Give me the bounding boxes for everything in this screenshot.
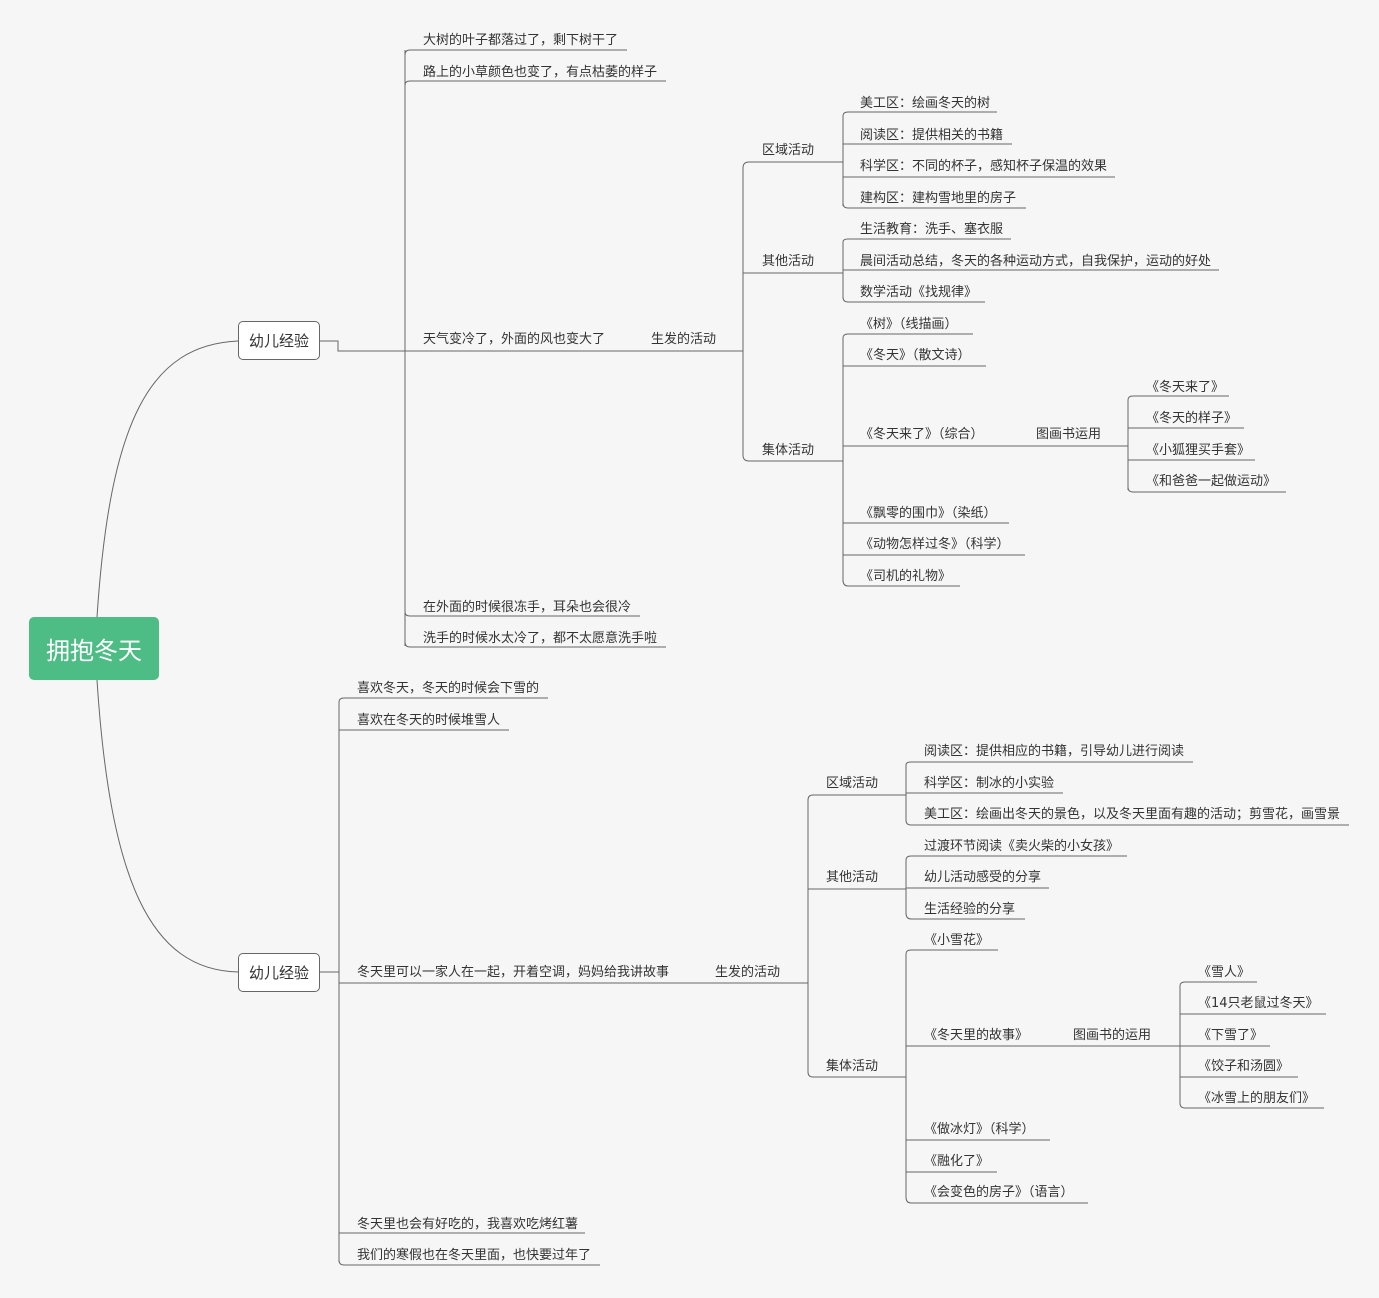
root-node[interactable]: 拥抱冬天 [29,617,159,680]
bottom-item-2[interactable]: 喜欢在冬天的时候堆雪人 [357,713,501,728]
top-other-item-1[interactable]: 生活教育：洗手、塞衣服 [860,222,1004,237]
top-activity-node[interactable]: 生发的活动 [651,332,717,347]
bottom-other-item-3[interactable]: 生活经验的分享 [924,902,1016,917]
bottom-book-2[interactable]: 《14只老鼠过冬天》 [1198,996,1319,1011]
top-group-item-2[interactable]: 《冬天》（散文诗） [860,348,971,363]
bottom-item-3[interactable]: 冬天里可以一家人在一起，开着空调，妈妈给我讲故事 [357,965,670,980]
bottom-other-item-1[interactable]: 过渡环节阅读《卖火柴的小女孩》 [924,839,1120,854]
top-item-1[interactable]: 大树的叶子都落过了，剩下树干了 [423,33,619,48]
bottom-group-item-3[interactable]: 《做冰灯》（科学） [924,1122,1035,1137]
top-book-1[interactable]: 《冬天来了》 [1146,380,1225,395]
bottom-book-1[interactable]: 《雪人》 [1198,965,1251,980]
bottom-item-5[interactable]: 我们的寒假也在冬天里面，也快要过年了 [357,1248,592,1263]
bottom-item-4[interactable]: 冬天里也会有好吃的，我喜欢吃烤红薯 [357,1217,579,1232]
top-regional-item-3[interactable]: 科学区：不同的杯子，感知杯子保温的效果 [860,159,1108,174]
bottom-item-1[interactable]: 喜欢冬天，冬天的时候会下雪的 [357,681,540,696]
top-book-4[interactable]: 《和爸爸一起做运动》 [1146,474,1277,489]
top-other-item-2[interactable]: 晨间活动总结，冬天的各种运动方式，自我保护，运动的好处 [860,254,1212,269]
top-regional-item-4[interactable]: 建构区：建构雪地里的房子 [860,191,1017,206]
top-regional-node[interactable]: 区域活动 [762,143,815,158]
bottom-regional-item-1[interactable]: 阅读区：提供相应的书籍，引导幼儿进行阅读 [924,744,1185,759]
top-other-item-3[interactable]: 数学活动《找规律》 [860,285,978,300]
top-book-node[interactable]: 图画书运用 [1036,427,1102,442]
bottom-book-4[interactable]: 《饺子和汤圆》 [1198,1059,1290,1074]
bottom-book-node[interactable]: 图画书的运用 [1073,1028,1152,1043]
bottom-group-item-5[interactable]: 《会变色的房子》（语言） [924,1185,1074,1200]
top-group-item-1[interactable]: 《树》（线描画） [860,317,958,332]
top-regional-item-1[interactable]: 美工区：绘画冬天的树 [860,96,991,111]
bottom-book-3[interactable]: 《下雪了》 [1198,1028,1264,1043]
top-group-item-4[interactable]: 《飘零的围巾》（染纸） [860,506,997,521]
top-book-3[interactable]: 《小狐狸买手套》 [1146,443,1251,458]
bottom-book-5[interactable]: 《冰雪上的朋友们》 [1198,1091,1316,1106]
top-group-node[interactable]: 集体活动 [762,443,815,458]
bottom-group-node[interactable]: 集体活动 [826,1059,879,1074]
bottom-other-item-2[interactable]: 幼儿活动感受的分享 [924,870,1042,885]
top-group-item-5[interactable]: 《动物怎样过冬》（科学） [860,537,1010,552]
top-item-2[interactable]: 路上的小草颜色也变了，有点枯萎的样子 [423,65,658,80]
bottom-regional-item-2[interactable]: 科学区：制冰的小实验 [924,776,1055,791]
top-book-2[interactable]: 《冬天的样子》 [1146,411,1238,426]
top-item-5[interactable]: 洗手的时候水太冷了，都不太愿意洗手啦 [423,631,658,646]
bottom-activity-node[interactable]: 生发的活动 [715,965,781,980]
top-experience-node[interactable]: 幼儿经验 [238,321,320,360]
top-item-4[interactable]: 在外面的时候很冻手，耳朵也会很冷 [423,600,632,615]
top-item-3[interactable]: 天气变冷了，外面的风也变大了 [423,332,606,347]
top-regional-item-2[interactable]: 阅读区：提供相关的书籍 [860,128,1004,143]
top-group-item-3[interactable]: 《冬天来了》（综合） [860,427,984,442]
top-group-item-6[interactable]: 《司机的礼物》 [860,569,952,584]
bottom-other-node[interactable]: 其他活动 [826,870,879,885]
bottom-experience-node[interactable]: 幼儿经验 [238,953,320,992]
bottom-group-item-1[interactable]: 《小雪花》 [924,933,990,948]
bottom-regional-item-3[interactable]: 美工区：绘画出冬天的景色，以及冬天里面有趣的活动；剪雪花，画雪景 [924,807,1341,822]
bottom-group-item-4[interactable]: 《融化了》 [924,1154,990,1169]
bottom-group-item-2[interactable]: 《冬天里的故事》 [924,1028,1029,1043]
top-other-node[interactable]: 其他活动 [762,254,815,269]
bottom-regional-node[interactable]: 区域活动 [826,776,879,791]
